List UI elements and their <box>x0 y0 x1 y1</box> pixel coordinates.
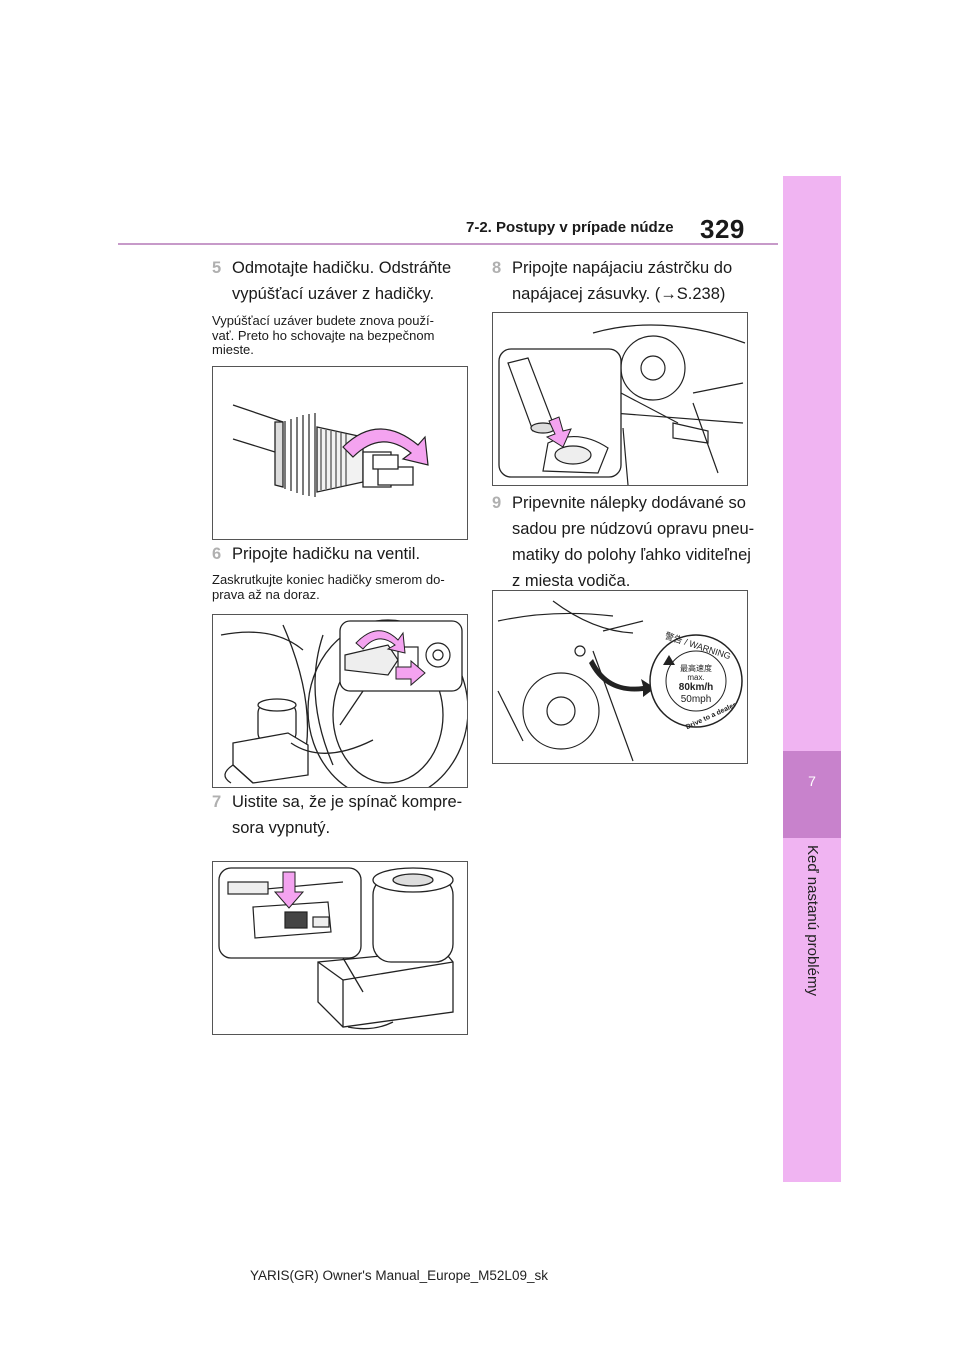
step-text-line: Odmotajte hadičku. Odstráňte <box>232 259 452 277</box>
chapter-title-vertical: Keď nastanú problémy <box>753 845 873 1075</box>
step-text-line: sadou pre núdzovú opravu pneu- <box>512 520 755 538</box>
figure-hose-to-valve <box>212 614 468 788</box>
note-line: vať. Preto ho schovajte na bezpečnom <box>212 327 435 343</box>
note-line: prava až na doraz. <box>212 586 320 602</box>
step-number: 8 <box>492 259 502 277</box>
step-5-note: Vypúšťací uzáver budete znova použí- vať… <box>212 313 472 358</box>
note-line: mieste. <box>212 342 254 357</box>
step-text-line: Pripojte napájaciu zástrčku do <box>512 259 733 277</box>
figure-hose-cap <box>212 366 468 540</box>
chapter-number: 7 <box>808 773 816 789</box>
sticker-max-word: max. <box>687 673 705 682</box>
step-text-line: matiky do polohy ľahko viditeľnej <box>512 546 751 564</box>
sticker-speed-mph: 50mph <box>680 694 712 705</box>
footer-manual-id: YARIS(GR) Owner's Manual_Europe_M52L09_s… <box>250 1268 548 1283</box>
sticker-speed-kmh: 80km/h <box>678 682 714 693</box>
sticker-max-label: 最高速度 <box>680 664 712 673</box>
step-8: 8 Pripojte napájaciu zástrčku do napájac… <box>492 255 762 307</box>
chapter-title: Keď nastanú problémy <box>804 845 821 996</box>
step-text-line: vypúšťací uzáver z hadičky. <box>232 285 435 303</box>
step-9: 9 Pripevnite nálepky dodávané so sadou p… <box>492 490 772 594</box>
step-text-line: Pripojte hadičku na ventil. <box>232 545 421 563</box>
step-text-line: Pripevnite nálepky dodávané so <box>512 494 746 512</box>
note-line: Zaskrutkujte koniec hadičky smerom do- <box>212 572 445 587</box>
header-rule <box>118 243 778 245</box>
step-7: 7 Uistite sa, že je spínač kompre- sora … <box>212 789 482 841</box>
section-title: 7-2. Postupy v prípade núdze <box>466 219 674 236</box>
figure-warning-sticker: 警告 / WARNING 最高速度 max. 80km/h 50mph Driv… <box>492 590 748 764</box>
step-text-line: Uistite sa, že je spínač kompre- <box>232 793 463 811</box>
step-6-note: Zaskrutkujte koniec hadičky smerom do- p… <box>212 572 472 602</box>
figure-power-socket <box>492 312 748 486</box>
step-6: 6 Pripojte hadičku na ventil. <box>212 541 472 567</box>
step-text-line: sora vypnutý. <box>232 819 331 837</box>
page-number: 329 <box>700 214 745 244</box>
step-text-line: z miesta vodiča. <box>512 572 631 590</box>
chapter-number-box <box>783 751 841 838</box>
step-number: 7 <box>212 793 222 811</box>
figure-compressor-switch <box>212 861 468 1035</box>
step-number: 5 <box>212 259 222 277</box>
step-text-line: napájacej zásuvky. (→S.238) <box>512 285 726 303</box>
note-line: Vypúšťací uzáver budete znova použí- <box>212 313 434 328</box>
chapter-side-tab <box>783 176 841 1182</box>
step-number: 6 <box>212 545 222 563</box>
step-5: 5 Odmotajte hadičku. Odstráňte vypúšťací… <box>212 255 472 307</box>
step-number: 9 <box>492 494 502 512</box>
